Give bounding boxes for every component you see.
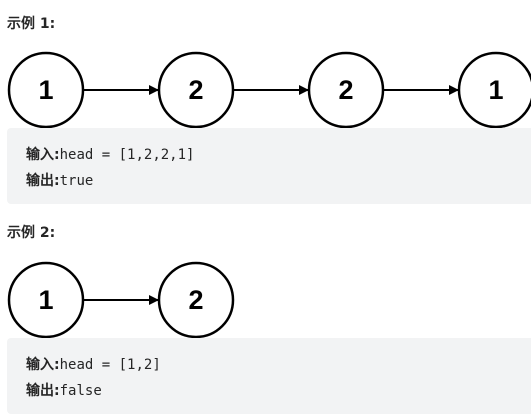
list-node-circle (457, 51, 531, 129)
example-1-output-line: 输出:true (26, 168, 531, 194)
example-2-code-block: 输入:head = [1,2] 输出:false (7, 338, 531, 414)
list-node-value: 2 (338, 75, 353, 105)
list-node-value: 2 (188, 285, 203, 315)
example-1-code-block: 输入:head = [1,2,2,1] 输出:true (7, 128, 531, 204)
list-node-value: 1 (38, 75, 53, 105)
output-value: true (59, 173, 94, 189)
list-node-value: 2 (188, 75, 203, 105)
input-label: 输入: (26, 147, 60, 163)
list-node-value: 1 (38, 285, 53, 315)
list-node-circle (157, 51, 235, 129)
list-node-value: 1 (488, 75, 503, 105)
list-node-circle (7, 51, 85, 129)
list-node-circle (7, 261, 85, 339)
example-2-title: 示例 2: (7, 225, 56, 241)
example-1-title: 示例 1: (7, 16, 56, 32)
input-label: 输入: (26, 357, 60, 373)
list-node-circle (157, 261, 235, 339)
example-2-input-line: 输入:head = [1,2] (26, 352, 531, 378)
output-value: false (59, 383, 102, 399)
output-label: 输出: (26, 173, 60, 189)
input-value: head = [1,2,2,1] (59, 147, 195, 163)
input-value: head = [1,2] (59, 357, 161, 373)
example-1-linked-list-diagram: 1 2 2 1 (7, 51, 531, 129)
example-1-input-line: 输入:head = [1,2,2,1] (26, 142, 531, 168)
output-label: 输出: (26, 383, 60, 399)
list-node-circle (307, 51, 385, 129)
example-2-output-line: 输出:false (26, 378, 531, 404)
example-2-linked-list-diagram: 1 2 (7, 261, 235, 339)
